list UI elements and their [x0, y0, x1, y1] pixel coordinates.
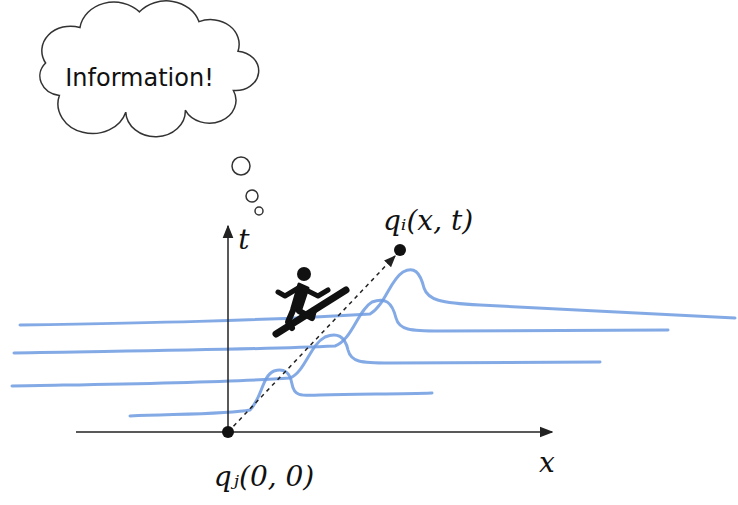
- dashed-arrow: [228, 256, 395, 432]
- surfer-icon: [276, 267, 346, 334]
- axis-label: t: [238, 225, 249, 256]
- thought-text: Information!: [65, 64, 214, 92]
- point-label: qᵢ(x, t): [383, 206, 473, 237]
- wave-line: [14, 300, 668, 353]
- x-axis: [76, 431, 552, 433]
- wave-line: [20, 270, 735, 325]
- point-label: qⱼ(0, 0): [214, 462, 315, 493]
- t-axis: [227, 226, 229, 436]
- axis-label: x: [539, 448, 555, 479]
- thought-bubbles: [232, 157, 263, 215]
- wave-line: [130, 370, 432, 416]
- wave-line: [12, 335, 600, 386]
- wave-lines: [12, 270, 735, 416]
- end-dot: [394, 244, 406, 256]
- cloud-outline: [25, 2, 254, 120]
- thought-cloud: Information!: [25, 2, 254, 120]
- origin-dot: [222, 426, 234, 438]
